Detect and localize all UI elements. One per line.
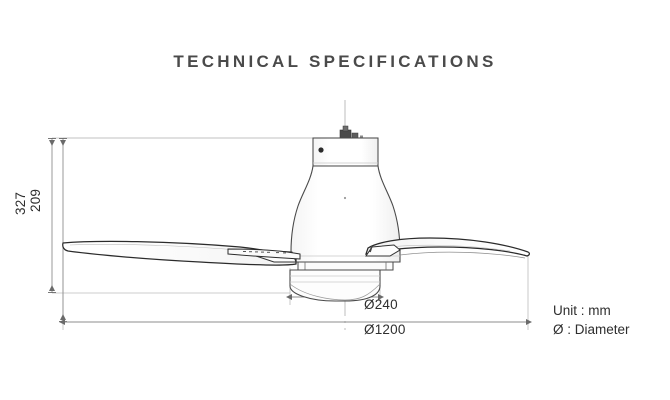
extension-lines <box>52 137 529 330</box>
motor-hub-ring <box>297 261 394 271</box>
ceiling-mount-bracket <box>339 125 363 139</box>
dimension-line-209 <box>59 138 67 322</box>
legend: Unit : mm Ø : Diameter <box>553 301 630 339</box>
dimension-label-height-overall: 327 <box>13 191 28 215</box>
legend-symbol-line: Ø : Diameter <box>553 322 630 337</box>
dimension-label-diameter-blade-span: Ø1200 <box>364 322 406 337</box>
page-title: TECHNICAL SPECIFICATIONS <box>173 52 497 71</box>
dimension-label-height-motor: 209 <box>28 188 43 212</box>
blade-front <box>227 248 301 260</box>
dimension-label-diameter-light: Ø240 <box>364 297 398 312</box>
downrod-canopy <box>312 137 379 167</box>
legend-unit-line: Unit : mm <box>553 303 611 318</box>
canopy-screw-dot <box>318 147 324 153</box>
light-housing <box>289 269 381 302</box>
blade-right-arm <box>365 244 401 257</box>
dimension-line-diameter-1200 <box>59 319 532 325</box>
blade-rear-edge <box>399 251 526 259</box>
dimension-line-327 <box>48 138 56 293</box>
blade-front-texture <box>243 251 286 254</box>
